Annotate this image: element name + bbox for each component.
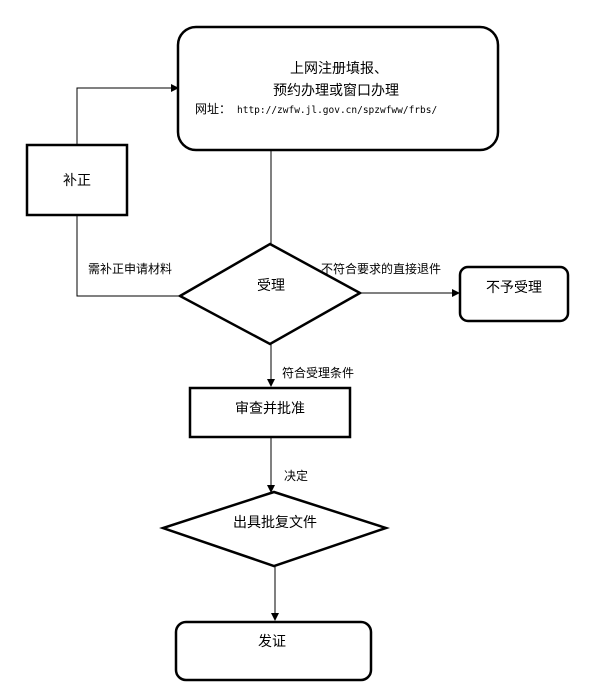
issue-docs-diamond <box>159 490 390 568</box>
edge-label-not-qualified: 不符合要求的直接退件 <box>321 261 441 276</box>
issue-docs-label: 出具批复文件 <box>233 514 317 531</box>
edge-label-need-supplement: 需补正申请材料 <box>88 262 172 276</box>
reject-label: 不予受理 <box>486 280 542 296</box>
register-line1: 上网注册填报、 <box>290 61 388 77</box>
connector-supplement-to-register <box>76 84 179 145</box>
accept-diamond <box>177 242 363 346</box>
review-box <box>188 386 352 439</box>
certificate-box <box>174 620 373 682</box>
accept-label: 受理 <box>257 278 285 294</box>
supplement-box <box>25 143 129 217</box>
connector-accept-to-supplement <box>76 216 180 297</box>
supplement-label: 补正 <box>63 173 91 189</box>
register-url-label: 网址： <box>195 102 231 116</box>
register-line2: 预约办理或窗口办理 <box>273 82 399 99</box>
certificate-label: 发证 <box>258 634 286 650</box>
register-url: http://zwfw.jl.gov.cn/spzwfww/frbs/ <box>237 105 437 116</box>
reject-box <box>458 265 570 323</box>
review-label: 审查并批准 <box>235 401 305 417</box>
edge-label-qualified: 符合受理条件 <box>282 365 354 380</box>
edge-label-decision: 决定 <box>284 468 308 483</box>
register-box <box>176 25 500 152</box>
